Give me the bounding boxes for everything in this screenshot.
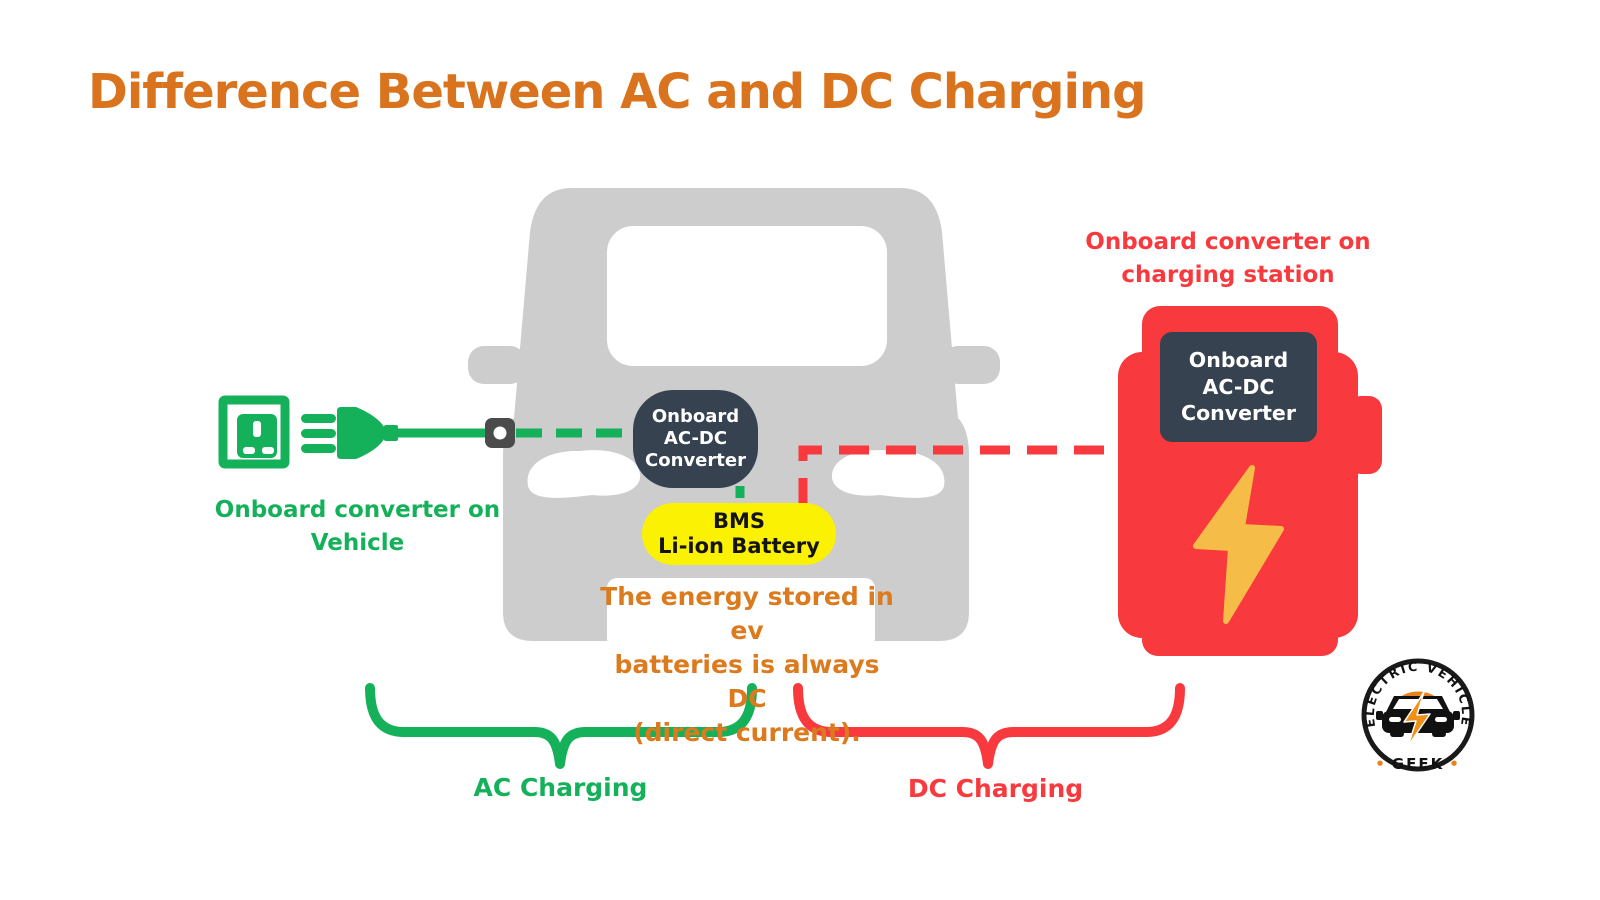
dc-brace — [793, 683, 1185, 769]
dc-dashed-line — [798, 445, 1120, 508]
station-converter-box: Onboard AC-DC Converter — [1160, 332, 1317, 442]
station-converter-caption: Onboard converter on charging station — [1063, 226, 1393, 293]
station-caption-line2: charging station — [1121, 262, 1335, 289]
car-mirror-right — [942, 346, 1000, 384]
energy-note-line1: The energy stored in ev — [600, 582, 894, 645]
note-background — [607, 578, 875, 648]
wall-socket-icon — [218, 395, 290, 469]
ac-wiring — [218, 395, 745, 508]
car-headlight-right — [831, 450, 945, 498]
energy-note-line2: batteries is always DC — [614, 650, 880, 713]
car-headlight-left — [527, 450, 641, 498]
energy-note-line3: (direct current). — [633, 718, 861, 747]
energy-note: The energy stored in ev batteries is alw… — [592, 580, 902, 750]
vehicle-converter-caption: Onboard converter on Vehicle — [205, 494, 510, 561]
vehicle-converter-box: Onboard AC-DC Converter — [633, 390, 758, 488]
logo-bottom-text: •GEEK• — [1375, 755, 1461, 773]
battery-pill: BMS Li-ion Battery — [642, 503, 836, 565]
vehicle-converter-line3: Converter — [645, 449, 746, 471]
car-windshield — [607, 226, 887, 366]
car-mirror-left — [468, 346, 526, 384]
ac-charging-label: AC Charging — [473, 773, 648, 802]
ev-geek-logo: ELECTRIC VEHICLE •GEEK• — [1361, 658, 1475, 773]
page-title: Difference Between AC and DC Charging — [88, 64, 1146, 120]
battery-line2: Li-ion Battery — [658, 534, 820, 558]
station-converter-line1: Onboard — [1188, 348, 1289, 373]
station-caption-line1: Onboard converter on — [1085, 229, 1371, 255]
vehicle-caption-line1: Onboard converter on — [214, 497, 501, 523]
ac-plug-icon — [301, 407, 398, 459]
dc-charging-label: DC Charging — [907, 774, 1084, 803]
battery-line1: BMS — [712, 508, 766, 533]
vehicle-caption-line2: Vehicle — [310, 530, 405, 557]
station-converter-line3: Converter — [1181, 401, 1296, 426]
charge-port-icon — [485, 418, 515, 448]
station-converter-line2: AC-DC — [1202, 374, 1275, 399]
vehicle-converter-line2: AC-DC — [663, 428, 728, 450]
logo-bolt-icon — [1403, 691, 1431, 747]
lightning-bolt-icon — [1193, 465, 1284, 624]
vehicle-converter-line1: Onboard — [651, 406, 740, 428]
ac-brace — [365, 683, 757, 769]
